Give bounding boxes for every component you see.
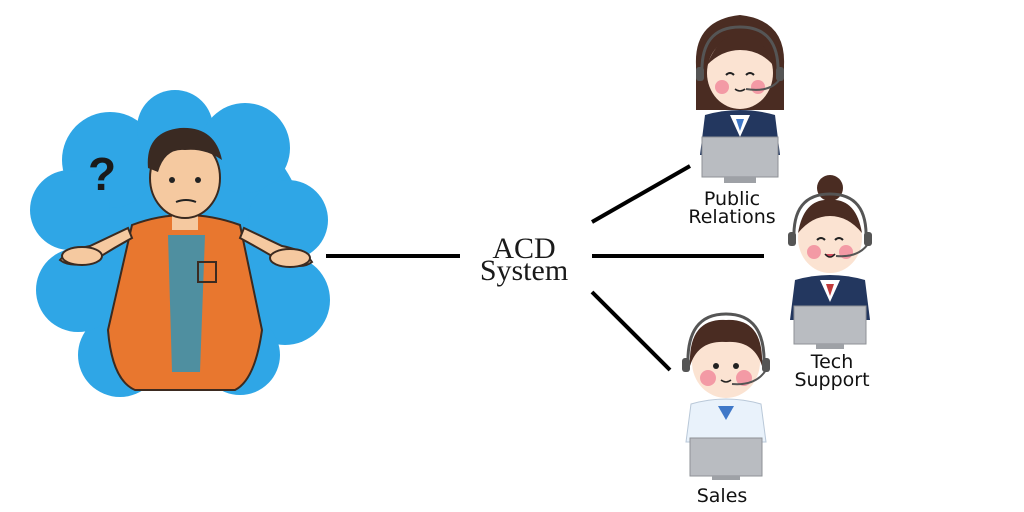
caller-left-eye [169, 177, 175, 183]
acd-label-line2: System [480, 254, 568, 287]
caller-left-hand [61, 246, 103, 266]
acd-system-node: ACD System [480, 232, 568, 287]
caller-hair [147, 127, 222, 172]
caller-undershirt [168, 235, 205, 372]
agent-sales: Sales [682, 312, 770, 507]
agent-sales-label-line1: Sales [697, 485, 748, 507]
caller-illustration: ? [30, 90, 330, 397]
agent-tech-support-label-line2: Support [794, 369, 869, 391]
agent-tech-support-label-line1: Tech [810, 351, 854, 373]
caller-right-hand [269, 248, 311, 268]
connectors [326, 164, 764, 372]
acd-label-line1: ACD [492, 232, 555, 265]
connector-acd-to-public-relations [591, 164, 691, 224]
caller-pocket [197, 261, 217, 283]
caller-question-mark: ? [88, 148, 116, 200]
agent-public-relations: Public Relations [688, 15, 785, 228]
caller-right-eye [195, 177, 201, 183]
caller-mouth [175, 199, 197, 203]
connector-acd-to-sales [590, 290, 672, 372]
agent-tech-support: Tech Support [788, 175, 872, 391]
agent-public-relations-label-line2: Relations [688, 206, 775, 228]
agent-public-relations-label-line1: Public [704, 188, 760, 210]
